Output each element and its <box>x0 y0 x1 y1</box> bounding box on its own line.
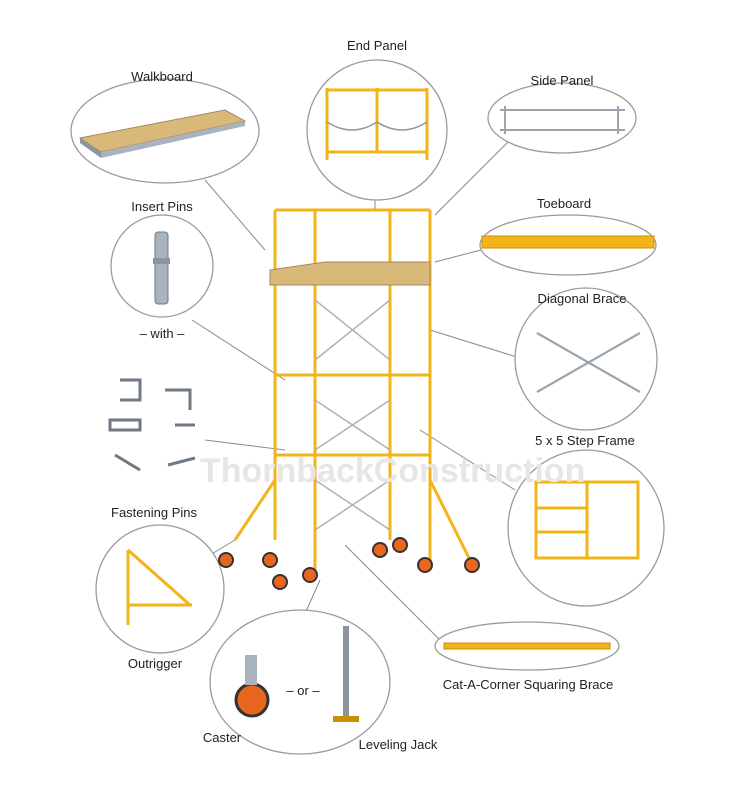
toeboard-image <box>481 235 655 249</box>
caster-label: Caster <box>202 730 242 745</box>
diagonal-brace-label: Diagonal Brace <box>537 291 627 306</box>
diagonal-brace-circle <box>514 287 658 431</box>
side-panel-circle <box>487 82 637 154</box>
walkboard-label: Walkboard <box>131 69 193 84</box>
insert-pin-image <box>153 231 170 305</box>
caster-image <box>234 655 270 718</box>
end-panel-image <box>325 88 429 160</box>
with-label: – with – <box>139 326 185 341</box>
or-label: – or – <box>286 683 320 698</box>
callout-circles <box>70 59 665 755</box>
end-panel-label: End Panel <box>347 38 407 53</box>
diagonal-brace-image <box>536 332 641 393</box>
outrigger-image <box>126 548 192 625</box>
scaffold-wheels <box>218 537 480 590</box>
insert-pins-label: Insert Pins <box>131 199 193 214</box>
outrigger-label: Outrigger <box>127 656 183 671</box>
leveling-jack-image <box>333 626 359 722</box>
side-panel-image <box>500 106 625 134</box>
step-frame-label: 5 x 5 Step Frame <box>535 433 635 448</box>
scaffold-braces <box>314 299 391 531</box>
scaffold-platform <box>269 261 431 286</box>
cat-a-corner-image <box>443 642 611 650</box>
toeboard-label: Toeboard <box>536 196 592 211</box>
cat-a-corner-label: Cat-A-Corner Squaring Brace <box>442 677 614 692</box>
step-frame-image <box>534 480 640 560</box>
walkboard-image <box>78 109 247 158</box>
watermark: ThornbackConstruction <box>200 452 586 490</box>
outrigger-circle <box>95 524 225 654</box>
fastening-pins-label: Fastening Pins <box>111 505 197 520</box>
side-panel-label: Side Panel <box>530 73 594 88</box>
fastening-pins-image <box>108 378 196 472</box>
leveling-jack-label: Leveling Jack <box>358 737 438 752</box>
